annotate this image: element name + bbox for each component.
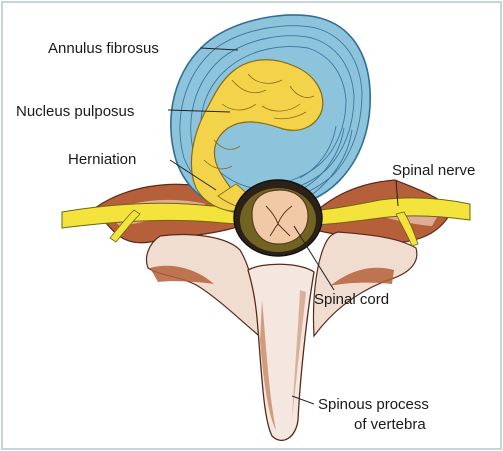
label-spinal-nerve: Spinal nerve <box>392 162 475 179</box>
label-spinal-cord: Spinal cord <box>314 291 389 308</box>
label-annulus-fibrosus: Annulus fibrosus <box>48 40 159 57</box>
label-of-vertebra: of vertebra <box>354 416 426 433</box>
vertebral-canal <box>234 180 322 256</box>
label-herniation: Herniation <box>68 151 136 168</box>
label-nucleus-pulposus: Nucleus pulposus <box>16 103 134 120</box>
label-spinous-process: Spinous process <box>318 396 429 413</box>
